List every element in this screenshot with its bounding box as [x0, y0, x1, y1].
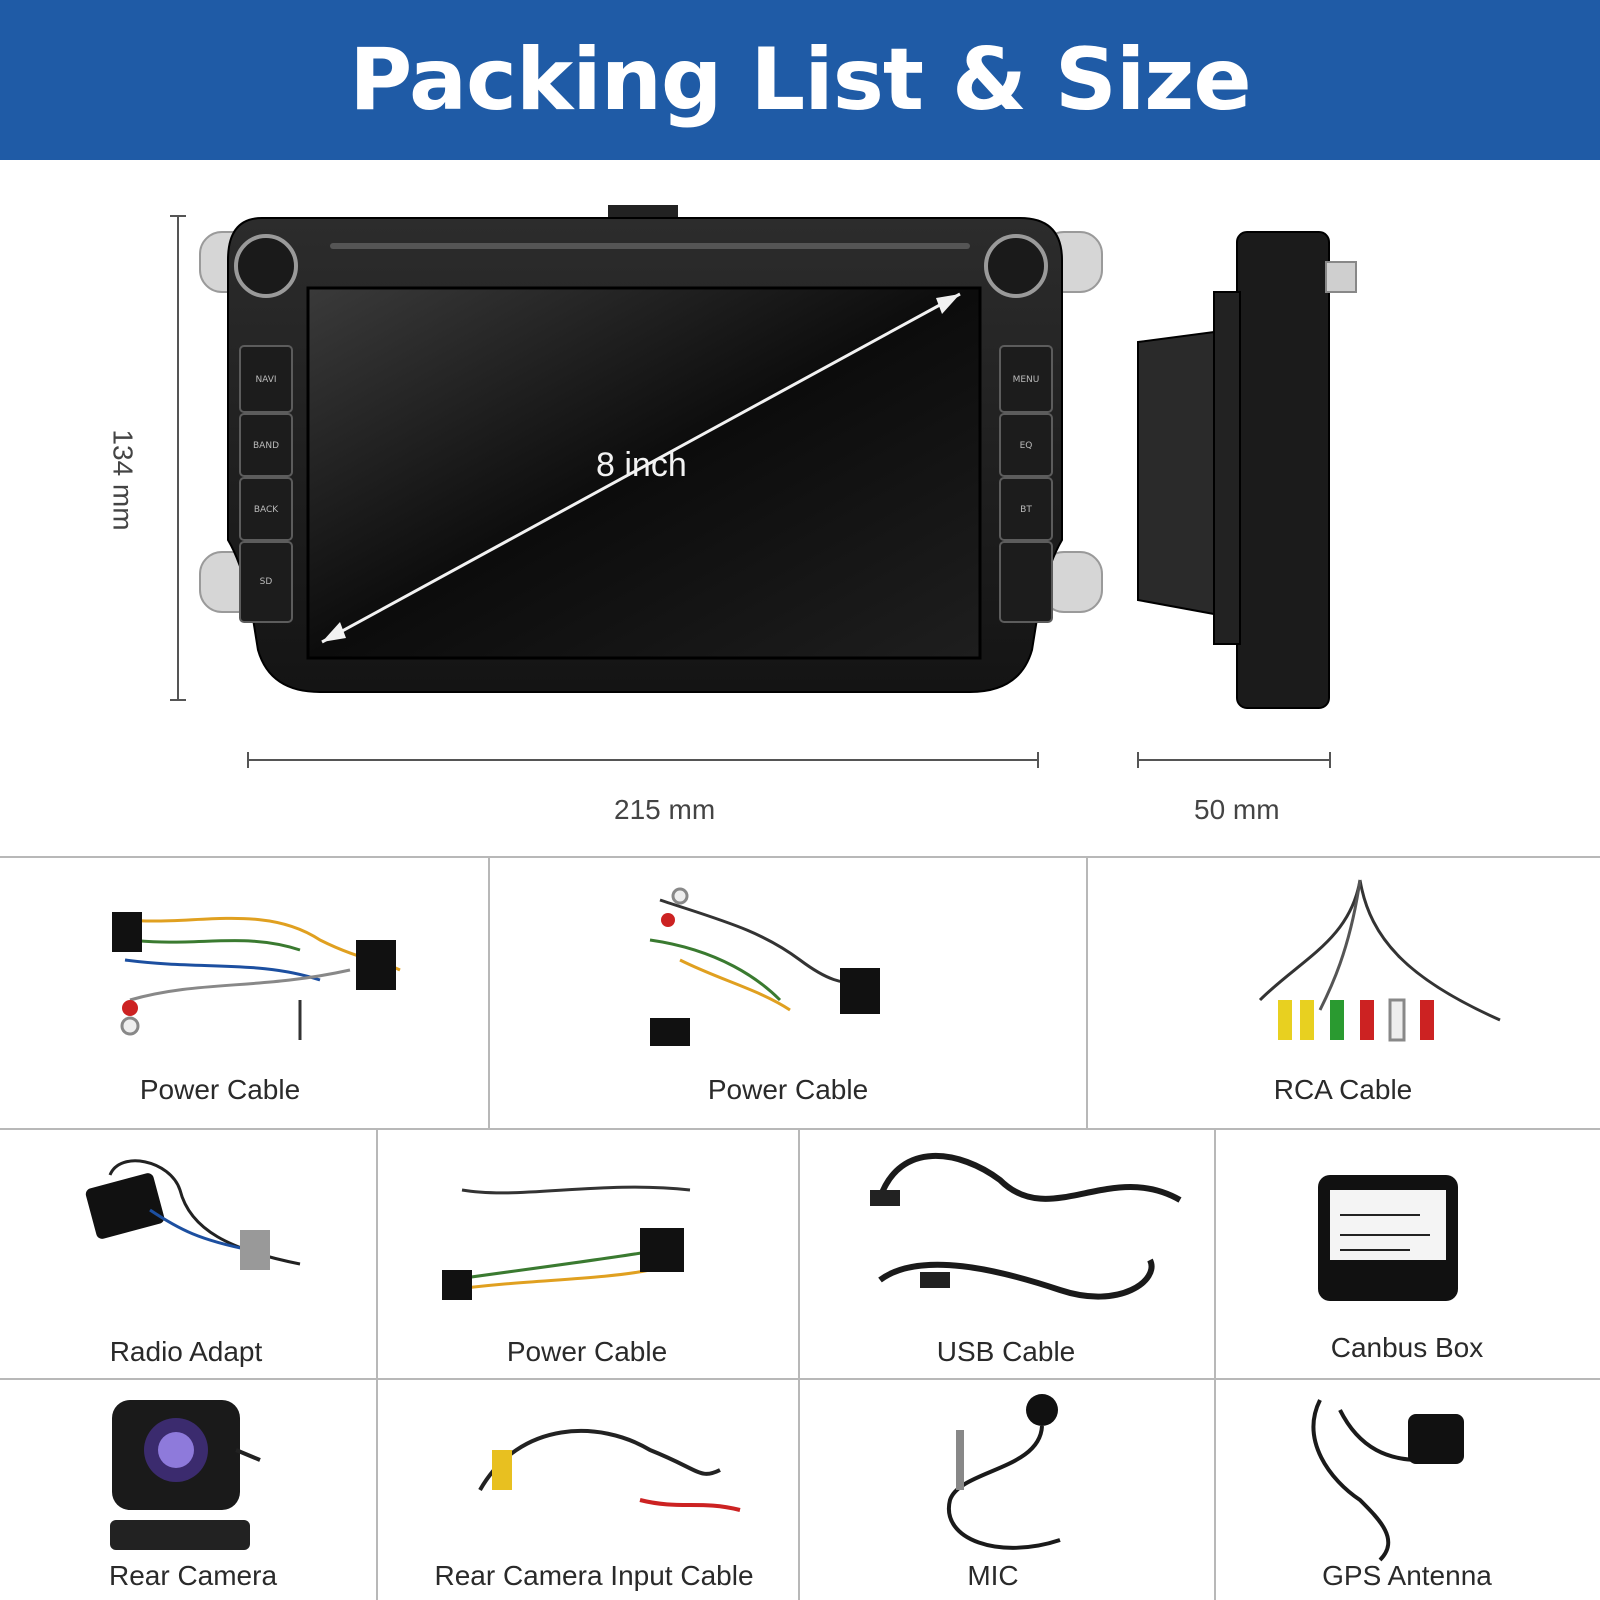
item-label: Power Cable: [707, 1074, 869, 1105]
power-cable-icon: [649, 887, 880, 1046]
diagonal-arrow: [321, 292, 961, 644]
title-banner: Packing List & Size: [0, 0, 1600, 160]
grid-divider: [376, 1128, 378, 1600]
item-label: Power Cable: [139, 1074, 301, 1105]
rca-cable-icon: [1258, 879, 1501, 1042]
left-button-labels: NAVI BAND BACK SD: [240, 346, 292, 622]
usb-cable-icon: [870, 1153, 1182, 1300]
grid-divider: [488, 856, 490, 1128]
back-button[interactable]: BACK: [253, 505, 279, 515]
item-label: GPS Antenna: [1322, 1560, 1492, 1591]
display-screen: [306, 286, 982, 660]
side-view: [1137, 231, 1357, 709]
grid-divider: [1086, 856, 1088, 1128]
depth-label: 50 mm: [1194, 794, 1280, 825]
item-label: Rear Camera Input Cable: [434, 1560, 754, 1591]
disc-slot: [330, 243, 970, 249]
camera-input-cable-icon: [478, 1428, 741, 1512]
right-knob: [984, 234, 1048, 298]
item-label: MIC: [967, 1560, 1019, 1591]
width-label: 215 mm: [614, 794, 716, 825]
right-button-column: [999, 345, 1053, 623]
nav-button[interactable]: NAVI: [255, 375, 277, 385]
item-label: Canbus Box: [1330, 1332, 1484, 1363]
right-button-labels: MENU EQ BT: [1000, 346, 1052, 622]
power-cable-icon: [112, 912, 401, 1040]
radio-adapter-icon: [85, 1159, 301, 1270]
height-dimension: [170, 215, 186, 701]
item-label: USB Cable: [936, 1336, 1076, 1367]
item-label: Radio Adapt: [109, 1336, 263, 1367]
screen-size-label: 8 inch: [596, 446, 687, 484]
head-unit-diagram: [170, 205, 1357, 768]
width-dimension: [247, 752, 1039, 768]
grid-divider: [798, 1128, 800, 1600]
depth-dimension: [1137, 752, 1331, 768]
grid-divider: [1214, 1128, 1216, 1600]
eq-button[interactable]: EQ: [1019, 441, 1033, 451]
grid-divider: [0, 856, 1600, 858]
rear-camera-icon: [110, 1400, 261, 1550]
grid-divider: [0, 1128, 1600, 1130]
band-button[interactable]: BAND: [253, 441, 279, 451]
left-button-column: [239, 345, 293, 623]
left-knob: [234, 234, 298, 298]
microphone-icon: [946, 1394, 1061, 1550]
power-cable-icon: [442, 1185, 691, 1300]
canbus-box-icon: [1318, 1175, 1458, 1301]
item-label: Power Cable: [506, 1336, 668, 1367]
bt-button[interactable]: BT: [1020, 505, 1032, 515]
item-label: RCA Cable: [1273, 1074, 1413, 1105]
menu-button[interactable]: MENU: [1012, 375, 1040, 385]
page-title: Packing List & Size: [349, 30, 1251, 130]
sd-button[interactable]: SD: [259, 577, 273, 587]
gps-antenna-icon: [1311, 1399, 1464, 1562]
grid-divider: [0, 1378, 1600, 1380]
item-label: Rear Camera: [108, 1560, 278, 1591]
